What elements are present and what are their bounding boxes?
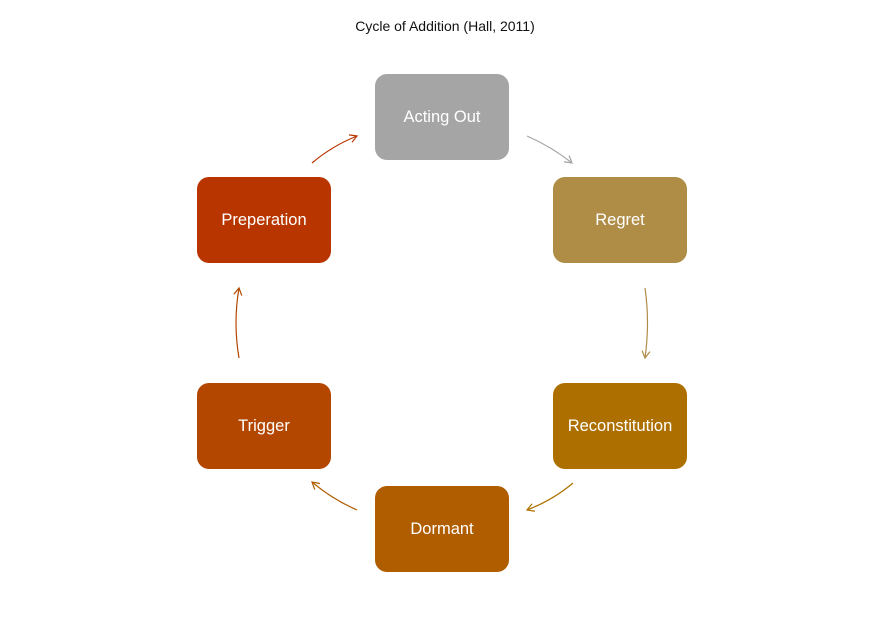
arrow-acting-out-to-regret (526, 135, 573, 164)
node-label: Regret (595, 210, 645, 229)
arrow-preperation-to-acting-out (311, 134, 359, 164)
node-label: Acting Out (403, 107, 481, 126)
node-label: Dormant (410, 519, 474, 538)
node-regret: Regret (553, 177, 687, 263)
node-acting-out: Acting Out (375, 74, 509, 160)
node-reconstitution: Reconstitution (553, 383, 687, 469)
node-label: Trigger (238, 416, 290, 435)
node-label: Reconstitution (567, 416, 673, 435)
arrow-dormant-to-trigger (311, 481, 358, 511)
arrow-regret-to-reconstitution (641, 287, 651, 360)
arrow-trigger-to-preperation (233, 286, 243, 359)
arrow-reconstitution-to-dormant (525, 482, 574, 512)
node-label: Preperation (221, 210, 307, 229)
diagram-title: Cycle of Addition (Hall, 2011) (355, 18, 535, 34)
node-preperation: Preperation (197, 177, 331, 263)
node-trigger: Trigger (197, 383, 331, 469)
node-dormant: Dormant (375, 486, 509, 572)
